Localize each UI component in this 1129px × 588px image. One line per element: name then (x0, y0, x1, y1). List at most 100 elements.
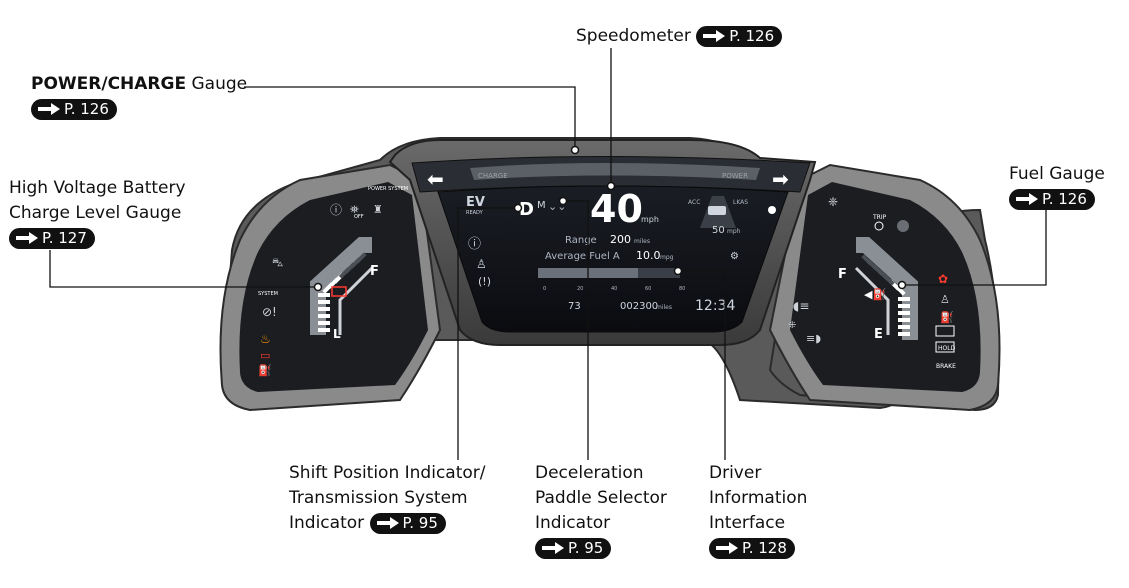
shift-line3: Indicator (289, 513, 365, 533)
outside-temp: 73 (568, 301, 581, 312)
battery-segment (318, 300, 330, 304)
fuel-segment (898, 311, 910, 315)
power-charge-label-rest: Gauge (186, 74, 248, 94)
fog-light-icon: ❈ (828, 195, 838, 209)
fuel-empty-label: E (874, 327, 883, 342)
hold-indicator-box (935, 341, 955, 353)
battery-full-label: F (370, 264, 379, 279)
fuel-callout: Fuel Gauge P. 126 (1009, 162, 1105, 212)
info-icon: ⓘ (468, 237, 481, 252)
parking-light-icon: ⁜ (788, 320, 796, 331)
speedometer-page-ref[interactable]: P. 126 (696, 25, 783, 47)
hv-battery-line1: High Voltage Battery (9, 178, 186, 198)
dii-page-ref[interactable]: P. 128 (709, 537, 795, 559)
decel-callout: Deceleration Paddle Selector Indicator P… (535, 461, 667, 561)
power-charge-label-bold: POWER/CHARGE (31, 74, 187, 94)
decel-ref-text: P. 95 (568, 538, 604, 557)
arrow-right-icon (716, 542, 738, 554)
scale-tick-label: 80 (679, 286, 685, 292)
battery-segment (355, 252, 367, 264)
airbag-icon: ✿ (938, 272, 948, 286)
vsa-off-label: OFF (354, 214, 364, 220)
fuel-segments (861, 254, 910, 336)
power-label: POWER (722, 172, 748, 180)
hv-battery-line2: Charge Level Gauge (9, 203, 182, 223)
mode-indicator: M (537, 200, 546, 211)
gear-indicator: D (519, 199, 534, 220)
shift-ref-text: P. 95 (402, 513, 438, 532)
odometer-value: 002300 (620, 301, 658, 312)
speed-unit: mph (641, 215, 659, 224)
oil-pressure-icon: ⛽ (258, 364, 272, 377)
leader-shift (457, 207, 518, 460)
range-value: 200 (610, 233, 631, 246)
shift-line1: Shift Position Indicator/ (289, 463, 486, 483)
ev-icon: EV (466, 195, 485, 210)
ready-indicator: READY (466, 210, 484, 216)
shift-line2: Transmission System (289, 488, 468, 508)
range-unit: miles (634, 238, 650, 245)
acc-label: ACC (688, 199, 700, 206)
right-arrow-icon: ➡ (772, 167, 789, 191)
fuel-label: Fuel Gauge (1009, 164, 1105, 184)
hv-battery-gauge: F L (310, 237, 379, 341)
fuel-pump-icon: ◀⛽ (864, 288, 886, 301)
arrow-right-icon (703, 30, 726, 42)
auto-brake-hold-icon (935, 325, 955, 337)
fuel-page-ref[interactable]: P. 126 (1009, 188, 1095, 210)
vsa-icon: ⛯ (350, 203, 359, 216)
speedometer-ref-text: P. 126 (729, 26, 775, 45)
avg-fuel-label: Average Fuel A (545, 251, 620, 262)
leader-dii (678, 270, 726, 460)
system-warning-icon: ⊘! (262, 305, 277, 319)
arrow-right-icon (1016, 193, 1038, 205)
trip-label: TRIP (872, 214, 887, 221)
headlight-icon: ◖≡ (793, 299, 809, 313)
charge-label: CHARGE (478, 172, 508, 180)
fuel-segment (898, 325, 910, 329)
hv-battery-page-ref[interactable]: P. 127 (9, 227, 95, 249)
dii-line2: Information (709, 488, 808, 508)
center-screen (437, 185, 789, 333)
decel-line1: Deceleration (535, 463, 644, 483)
range-label: Range (565, 235, 597, 246)
charging-system-icon: ▭ (260, 349, 270, 362)
fuel-full-label: F (838, 267, 847, 282)
hv-battery-ref-text: P. 127 (42, 228, 87, 247)
hold-label: HOLD (938, 345, 956, 352)
low-fuel-icon: ⛽ (940, 311, 954, 324)
speedometer-label: Speedometer (576, 26, 691, 46)
follow-unit: mph (727, 228, 741, 235)
seatbelt-icon: ♙ (476, 257, 487, 271)
avg-fuel-unit: mpg (660, 254, 674, 261)
battery-low-label: L (333, 327, 341, 341)
fuel-segment (898, 304, 910, 308)
follow-distance: 50 (712, 225, 725, 236)
lkas-label: LKAS (733, 199, 748, 206)
decel-page-ref[interactable]: P. 95 (535, 537, 612, 559)
battery-segment (318, 321, 330, 325)
leader-dots (313, 145, 907, 292)
indicator-dot-icon (768, 206, 776, 214)
scale-tick-label: 60 (645, 286, 651, 292)
fuel-segment (898, 318, 910, 322)
battery-segment (318, 307, 330, 311)
system-label: SYSTEM (258, 291, 278, 297)
power-charge-callout: POWER/CHARGE Gauge P. 126 (31, 72, 247, 122)
right-pod-face (790, 182, 981, 392)
scale-tick-label: 20 (577, 286, 583, 292)
power-charge-page-ref[interactable]: P. 126 (31, 98, 117, 120)
dii-ref-text: P. 128 (742, 538, 787, 557)
odometer-unit: miles (656, 304, 672, 311)
shift-page-ref[interactable]: P. 95 (369, 512, 446, 534)
collision-warning-icon: ⛍ (272, 256, 283, 269)
hv-battery-icon (331, 286, 347, 297)
fuel-segment (898, 297, 910, 301)
leader-lines (49, 48, 1047, 460)
arrow-right-icon (376, 517, 399, 529)
trip-knob-icon (874, 221, 884, 231)
seat-belt-icon: ♙ (940, 293, 950, 306)
auto-high-beam-icon: ≡◗ (806, 332, 821, 345)
